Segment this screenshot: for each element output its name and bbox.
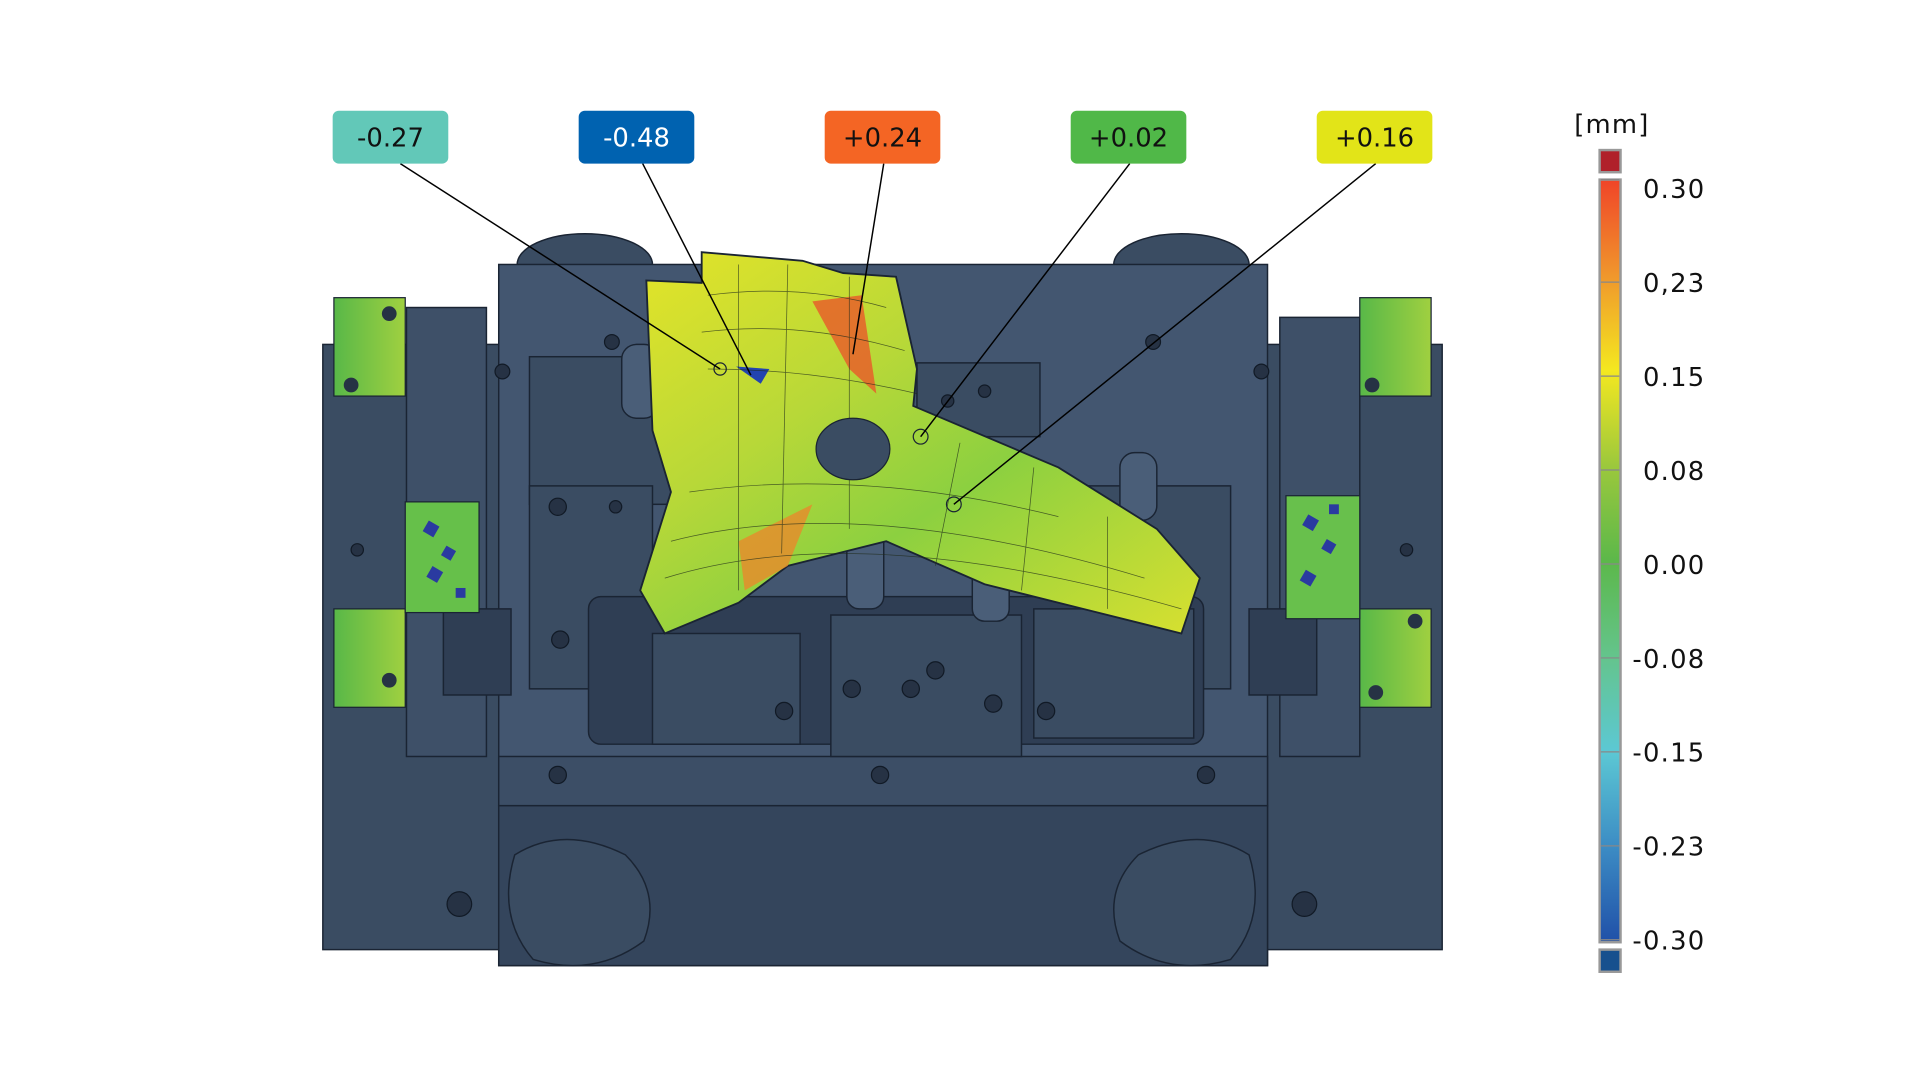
leader-line <box>399 162 721 370</box>
legend-tick-label: -0.08 <box>1632 645 1705 675</box>
callout-value: +0.16 <box>1335 123 1414 153</box>
callout-label: +0.24 <box>824 110 941 164</box>
legend-tick-label: 0.30 <box>1643 175 1705 205</box>
legend-tick-label: 0,23 <box>1643 269 1705 299</box>
leader-line <box>852 163 885 355</box>
legend-under-range <box>1598 948 1622 973</box>
side-panel <box>404 501 480 614</box>
callout-label: -0.48 <box>578 110 695 164</box>
leader-lines <box>399 162 1377 505</box>
callout-value: -0.27 <box>357 123 424 153</box>
legend-unit: [mm] <box>1574 110 1649 140</box>
callout-label: +0.02 <box>1070 110 1187 164</box>
legend-tick-label: 0.15 <box>1643 363 1705 393</box>
legend-bar <box>1598 178 1622 944</box>
measured-part <box>639 251 1201 635</box>
legend-tick-label: -0.15 <box>1632 739 1705 769</box>
callout-label: +0.16 <box>1316 110 1433 164</box>
side-panel <box>1285 495 1361 620</box>
callout-value: -0.48 <box>603 123 670 153</box>
leader-line <box>641 163 752 376</box>
callout-label: -0.27 <box>332 110 449 164</box>
leader-line <box>920 163 1131 438</box>
callout-labels: -0.27 -0.48 +0.24 +0.02 +0.16 <box>332 110 1433 164</box>
legend-tick-label: 0.00 <box>1643 551 1705 581</box>
leader-line <box>953 163 1377 505</box>
side-panels <box>333 297 1432 708</box>
callout-value: +0.24 <box>843 123 922 153</box>
side-panel <box>333 608 406 708</box>
color-legend: [mm] 0.30 0,23 0.15 0.08 0.00 -0.08 -0.15 -0.23… <box>1574 110 1705 973</box>
legend-tick-label: 0.08 <box>1643 457 1705 487</box>
legend-tick-label: -0.23 <box>1632 833 1705 863</box>
legend-tick-label: -0.30 <box>1632 927 1705 957</box>
callout-value: +0.02 <box>1089 123 1168 153</box>
legend-over-range <box>1598 148 1622 174</box>
